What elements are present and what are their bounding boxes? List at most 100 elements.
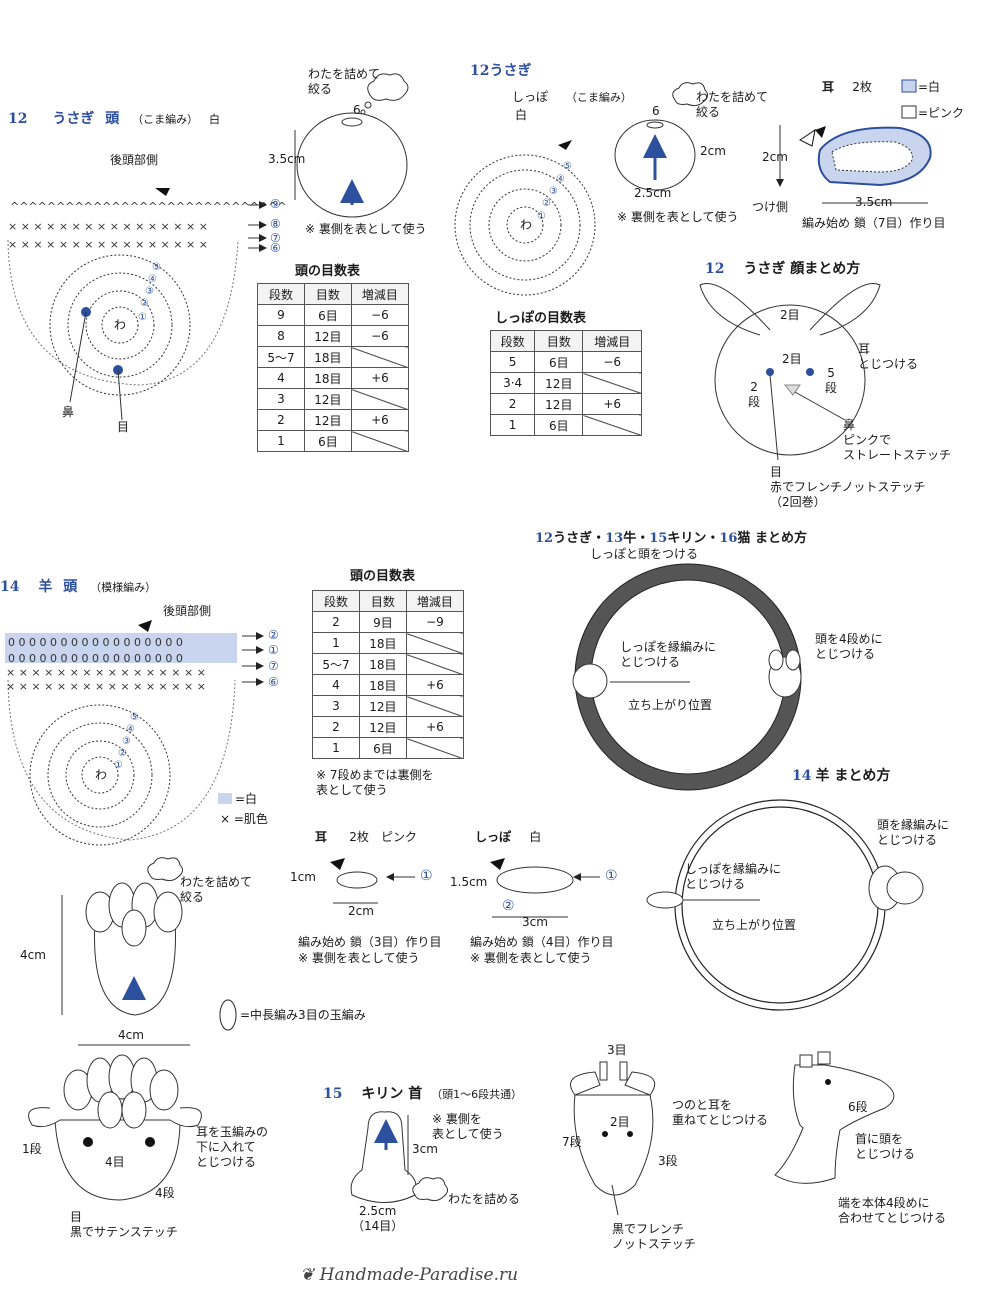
- col-header: 目数: [534, 330, 584, 352]
- stitch-count: 6: [353, 103, 361, 117]
- table-cell: 18目: [303, 367, 352, 389]
- table-cell: −9: [405, 611, 465, 633]
- row7-label: 7段: [562, 1135, 582, 1149]
- inner-round-label: ⑤: [130, 712, 139, 723]
- table-cell: 2: [257, 409, 305, 431]
- rise-note: 立ち上がり位置: [628, 698, 713, 712]
- round-label: ⑨: [270, 197, 281, 211]
- piece-count: 2枚: [852, 80, 872, 94]
- inner-round-label: ②: [140, 298, 149, 309]
- section-number: 13: [605, 531, 624, 546]
- stuffing-note: わたを詰めて 絞る: [696, 90, 769, 119]
- ring-assembly-title: 12うさぎ・13牛・15キリン・16猫 まとめ方: [535, 527, 807, 546]
- head-height: 4cm: [20, 948, 46, 962]
- magic-ring-label: わ: [520, 218, 533, 232]
- title-text: 猫 まとめ方: [737, 531, 807, 546]
- head-width: 4cm: [118, 1028, 144, 1042]
- rabbit-tail-section-title: 12うさぎ: [470, 60, 531, 80]
- rabbit-face-title: 12 うさぎ 顔まとめ方: [705, 258, 860, 278]
- tail-attach-note: しっぽを縁編みに とじつける: [685, 862, 782, 891]
- tail-attach-note: しっぽを縁編みに とじつける: [620, 640, 717, 669]
- table-cell: −6: [350, 325, 410, 347]
- tail-height: 1.5cm: [450, 875, 488, 889]
- table-cell: 12目: [534, 393, 584, 415]
- table-cell: 6目: [303, 304, 352, 326]
- yarn-color: 白: [515, 108, 528, 122]
- svg-text:× × × × × × × × × × × × × × ×: × × × × × × × × × × × × × × × ×: [8, 238, 208, 251]
- col-header: 段数: [257, 283, 305, 305]
- eye-gap: 4目: [105, 1155, 125, 1169]
- sheep-ear-tail-charts: [330, 858, 600, 918]
- stitch-count: 6: [652, 104, 660, 118]
- head-attach-note: 頭を縁編みに とじつける: [877, 818, 950, 847]
- attach-side: つけ側: [752, 200, 789, 214]
- stitch-type: （模様編み）: [90, 581, 157, 594]
- section-number: 15: [323, 1086, 343, 1102]
- col-header: 増減目: [405, 590, 465, 612]
- sheep-head-title: 14 羊 頭 （模様編み）: [0, 576, 156, 596]
- table-cell-empty: [405, 632, 465, 654]
- table-cell: 8: [257, 325, 305, 347]
- table-cell: 1: [489, 414, 536, 436]
- table-cell: 5: [489, 351, 536, 373]
- svg-text:0 0 0 0 0 0 0 0 0 0 0 0 0 0 0: 0 0 0 0 0 0 0 0 0 0 0 0 0 0 0 0 0: [8, 652, 183, 665]
- end-attach-note: 端を本体4段めに 合わせてとじつける: [838, 1196, 947, 1225]
- table-cell: −6: [582, 351, 642, 373]
- round-label: ⑧: [270, 217, 281, 231]
- table-cell: 6目: [534, 414, 584, 436]
- rise-note: 立ち上がり位置: [712, 918, 797, 932]
- section-number: 12: [535, 531, 554, 546]
- ring-assembly-drawing: [572, 563, 802, 791]
- tail-width: 3cm: [522, 915, 548, 929]
- table-cell-empty: [350, 388, 410, 410]
- col-header: 増減目: [350, 283, 410, 305]
- table-cell: 1: [257, 430, 305, 452]
- back-head-label: 後頭部側: [163, 604, 212, 618]
- yarn-color: 白: [208, 113, 220, 126]
- sheep-head-chart: 0 0 0 0 0 0 0 0 0 0 0 0 0 0 0 0 0 0 0 0 …: [5, 620, 264, 846]
- stuffing-note: わたを詰めて 絞る: [180, 875, 253, 904]
- tail-width: 2.5cm: [634, 186, 672, 200]
- ear-gap: 2目: [780, 308, 800, 322]
- ear-width: 2cm: [348, 904, 374, 918]
- table-cell: 12目: [358, 695, 407, 717]
- butterfly-icon: ❦: [300, 1265, 315, 1285]
- ear-attach-note: 耳を玉編みの 下に入れて とじつける: [196, 1125, 269, 1169]
- section-number: 14: [792, 768, 812, 784]
- start-note: 編み始め 鎖（3目）作り目: [298, 935, 442, 949]
- back-head-label: 後頭部側: [110, 153, 159, 167]
- table-cell-empty: [405, 737, 465, 759]
- stuffing-note: わたを詰めて 絞る: [308, 67, 381, 96]
- wrong-side-note: ※ 裏側を 表として使う: [432, 1112, 504, 1141]
- table-header-row: 段数 目数 増減目: [312, 590, 465, 612]
- table-cell: +6: [350, 367, 410, 389]
- watermark-text: Handmade-Paradise.ru: [319, 1265, 519, 1285]
- row1-label: 1段: [22, 1142, 42, 1156]
- table-cell: +6: [582, 393, 642, 415]
- inner-round-label: ④: [126, 724, 135, 735]
- eye-gap: 2目: [610, 1115, 630, 1129]
- legend-white: =白: [235, 792, 258, 806]
- neck-attach-note: 首に頭を とじつける: [855, 1132, 916, 1161]
- sheep-ring-drawing: [646, 799, 924, 1011]
- row-right: 5 段: [825, 366, 838, 395]
- part-name: 耳: [822, 80, 835, 94]
- wrong-side-note: ※ 裏側を表として使う: [470, 951, 592, 965]
- table-cell: +6: [405, 674, 465, 696]
- row4-label: 4段: [155, 1186, 175, 1200]
- sheep-tail-title: しっぽ 白: [475, 830, 541, 845]
- part-name: 頭: [63, 579, 78, 595]
- row6-label: 6段: [848, 1100, 868, 1114]
- eye-note: 目 赤でフレンチノットステッチ （2回巻）: [770, 465, 926, 509]
- round-label: ①: [420, 868, 433, 884]
- round-label: ①: [268, 643, 279, 657]
